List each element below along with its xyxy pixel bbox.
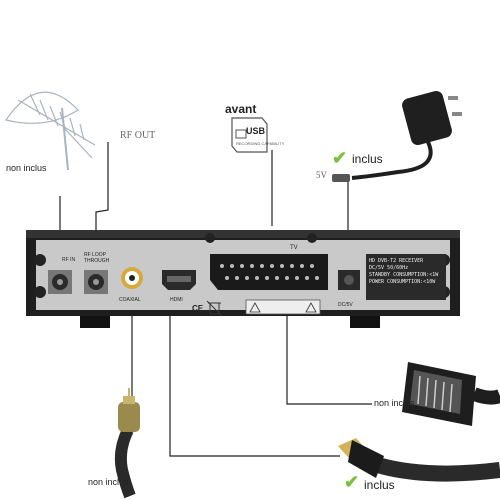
- spec-line: HD DVB-T2 RECEIVER: [369, 258, 424, 264]
- avant-caption: avant: [225, 102, 257, 116]
- hdmi-line: [169, 296, 340, 457]
- warning-label: [245, 299, 321, 315]
- dc-port-icon: [338, 270, 360, 290]
- spec-line: STANDBY CONSUMPTION:<1W: [369, 272, 439, 278]
- usb-word: USB: [246, 126, 266, 136]
- scart-port-icon: [210, 254, 328, 290]
- spec-line: DC/5V 50/60Hz: [369, 265, 409, 271]
- spec-line: POWER CONSUMPTION:<10W: [369, 279, 436, 285]
- panel-rf-loop: RF LOOP THROUGH: [84, 252, 110, 264]
- panel-dc: DC/5V: [338, 302, 353, 308]
- check-icon: ✔: [332, 148, 348, 168]
- hdmi-cable-icon: [338, 438, 500, 482]
- rf-loop-port-icon: [84, 270, 108, 294]
- usb-badge-icon: [231, 117, 268, 153]
- scart-line: [286, 300, 372, 405]
- rf-out-caption: RF OUT: [120, 130, 156, 141]
- scart-caption: non inclus: [374, 398, 415, 408]
- panel-rf-in: RF IN: [62, 257, 76, 263]
- usb-subtitle: RECORDING CAPABILITY: [236, 141, 285, 146]
- coaxial-port-icon: [121, 267, 143, 289]
- rf-in-port-icon: [48, 270, 72, 294]
- voltage-caption: 5V: [316, 170, 327, 180]
- spec-label: HD DVB-T2 RECEIVER DC/5V 50/60Hz STANDBY…: [369, 258, 438, 286]
- power-adapter-icon: [332, 90, 462, 182]
- weee-bin-icon: [206, 300, 223, 317]
- scart-cable-icon: [402, 362, 500, 426]
- coaxial-cable-icon: [114, 388, 140, 499]
- panel-tv: TV: [290, 245, 298, 251]
- panel-hdmi: HDMI: [170, 297, 183, 303]
- panel-coaxial: COAXIAL: [119, 297, 141, 303]
- antenna-icon: [5, 91, 96, 171]
- antenna-caption: non inclus: [6, 163, 47, 173]
- spec-label-box: [366, 254, 446, 300]
- ce-mark: CE: [192, 304, 204, 313]
- coax-caption: non inclus: [88, 477, 129, 487]
- hdmi-caption: inclus: [364, 478, 395, 492]
- check-icon: ✔: [344, 472, 360, 492]
- adapter-caption: inclus: [352, 152, 383, 166]
- hdmi-port-icon: [162, 270, 196, 290]
